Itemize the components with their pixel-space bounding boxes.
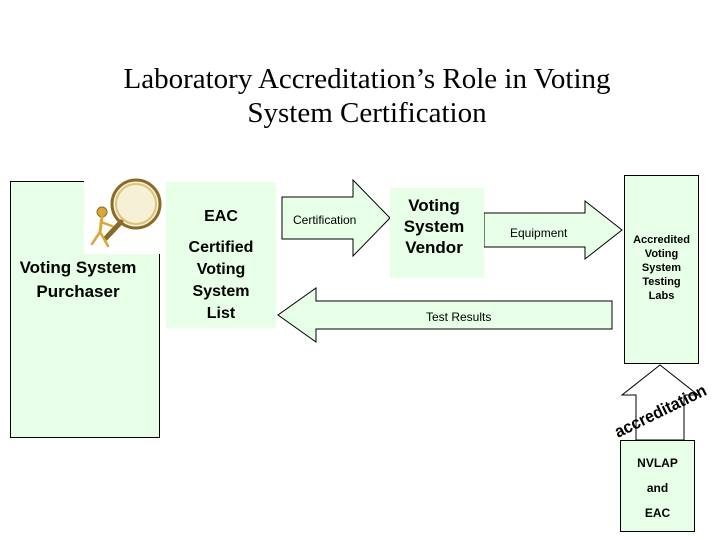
nvlap-line-2: and: [646, 481, 669, 495]
labs-line-1: Accredited: [633, 234, 690, 246]
purchaser-label: Voting System Purchaser: [3, 256, 153, 304]
nvlap-label: NVLAP and EAC: [620, 451, 695, 526]
equipment-arrow: [483, 199, 623, 261]
eac-label: EAC: [204, 208, 238, 225]
eac-panel: [166, 182, 276, 328]
certified-list-line-4: List: [206, 305, 236, 322]
testing-labs-label: Accredited Voting System Testing Labs: [624, 233, 699, 303]
page-title: Laboratory Accreditation’s Role in Votin…: [0, 62, 720, 130]
certified-list-line-1: Certified: [188, 239, 254, 256]
vendor-line-3: Vendor: [405, 238, 463, 257]
vendor-label: Voting System Vendor: [384, 195, 484, 258]
equipment-label: Equipment: [510, 226, 568, 240]
labs-line-4: Testing: [642, 276, 681, 288]
vendor-line-2: System: [403, 217, 465, 236]
accreditation-arrow: [620, 364, 700, 441]
test-results-label: Test Results: [426, 310, 492, 324]
labs-line-2: Voting: [644, 248, 679, 260]
nvlap-box: [620, 440, 695, 532]
test-results-arrow: [277, 287, 613, 343]
certified-list-line-3: System: [192, 283, 250, 300]
certified-list-line-2: Voting: [196, 261, 246, 278]
testing-labs-box: [624, 175, 699, 364]
certification-arrow: [281, 178, 391, 258]
labs-line-3: System: [641, 262, 682, 274]
purchaser-line-2: Purchaser: [36, 282, 120, 301]
certified-list-label: Certified Voting System List: [166, 237, 276, 325]
purchaser-line-1: Voting System: [19, 258, 137, 277]
certification-label: Certification: [293, 213, 357, 227]
title-line-2: System Certification: [247, 97, 487, 129]
labs-line-5: Labs: [648, 290, 675, 302]
nvlap-line-1: NVLAP: [637, 456, 678, 470]
nvlap-line-3: EAC: [644, 506, 671, 520]
vendor-panel: [390, 188, 484, 278]
title-line-1: Laboratory Accreditation’s Role in Votin…: [123, 63, 611, 95]
vendor-line-1: Voting: [408, 196, 460, 215]
magnifying-glass-figure-icon: [84, 172, 166, 254]
